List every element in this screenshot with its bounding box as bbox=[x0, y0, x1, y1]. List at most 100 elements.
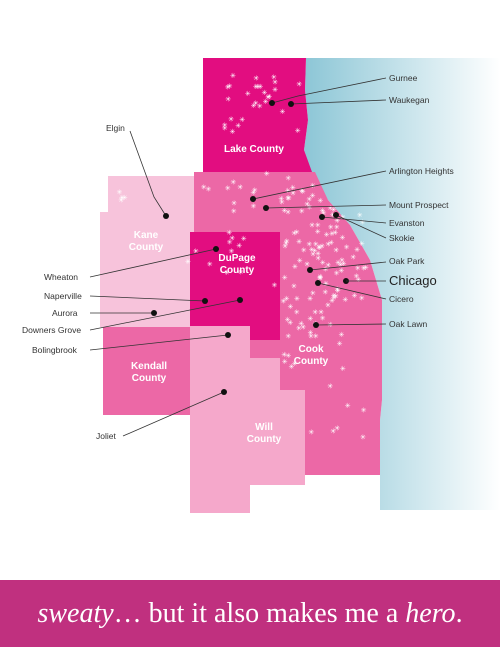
tagline-sweaty: sweaty bbox=[37, 597, 114, 629]
snowflake-marker: ✳ bbox=[313, 241, 319, 249]
snowflake-marker: ✳ bbox=[225, 84, 231, 92]
snowflake-marker: ✳ bbox=[354, 273, 360, 281]
snowflake-marker: ✳ bbox=[323, 280, 329, 288]
label-kane-county-line1: Kane bbox=[134, 230, 159, 241]
snowflake-marker: ✳ bbox=[298, 320, 304, 328]
snowflake-marker: ✳ bbox=[317, 244, 323, 252]
label-oak-park: Oak Park bbox=[389, 256, 425, 266]
dot-oak-lawn bbox=[313, 322, 319, 328]
snowflake-marker: ✳ bbox=[286, 195, 292, 203]
snowflake-marker: ✳ bbox=[350, 253, 356, 261]
snowflake-marker: ✳ bbox=[272, 79, 278, 87]
snowflake-marker: ✳ bbox=[317, 274, 323, 282]
snowflake-marker: ✳ bbox=[354, 246, 360, 254]
snowflake-marker: ✳ bbox=[317, 273, 323, 281]
snowflake-marker: ✳ bbox=[290, 190, 296, 198]
snowflake-marker: ✳ bbox=[294, 295, 300, 303]
snowflake-marker: ✳ bbox=[284, 295, 290, 303]
snowflake-marker: ✳ bbox=[251, 203, 257, 211]
snowflake-marker: ✳ bbox=[237, 183, 243, 191]
snowflake-marker: ✳ bbox=[317, 197, 323, 205]
snowflake-marker: ✳ bbox=[257, 83, 263, 91]
snowflake-marker: ✳ bbox=[316, 243, 322, 251]
snowflake-markers: ✳✳✳✳✳✳✳✳✳✳✳✳✳✳✳✳✳✳✳✳✳✳✳✳✳✳✳✳✳✳✳✳✳✳✳✳✳✳✳✳… bbox=[117, 72, 369, 441]
snowflake-marker: ✳ bbox=[257, 103, 263, 111]
label-elgin: Elgin bbox=[106, 123, 125, 133]
snowflake-marker: ✳ bbox=[251, 102, 257, 110]
snowflake-marker: ✳ bbox=[307, 295, 313, 303]
snowflake-marker: ✳ bbox=[285, 194, 291, 202]
dot-skokie bbox=[333, 212, 339, 218]
label-will-county-line2: County bbox=[247, 434, 282, 445]
snowflake-marker: ✳ bbox=[318, 308, 324, 316]
snowflake-marker: ✳ bbox=[330, 211, 336, 219]
snowflake-marker: ✳ bbox=[295, 127, 301, 135]
snowflake-marker: ✳ bbox=[306, 241, 312, 249]
snowflake-marker: ✳ bbox=[328, 223, 334, 231]
leader-lines bbox=[89, 77, 387, 437]
snowflake-marker: ✳ bbox=[292, 263, 298, 271]
snowflake-marker: ✳ bbox=[283, 239, 289, 247]
snowflake-marker: ✳ bbox=[299, 187, 305, 195]
snowflake-marker: ✳ bbox=[334, 217, 340, 225]
snowflake-marker: ✳ bbox=[333, 292, 339, 300]
snowflake-marker: ✳ bbox=[299, 208, 305, 216]
snowflake-marker: ✳ bbox=[285, 352, 291, 360]
snowflake-marker: ✳ bbox=[282, 358, 288, 366]
snowflake-marker: ✳ bbox=[117, 188, 123, 196]
snowflake-marker: ✳ bbox=[334, 224, 340, 232]
label-evanston: Evanston bbox=[389, 218, 425, 228]
snowflake-marker: ✳ bbox=[332, 229, 338, 237]
dot-mount-prospect bbox=[263, 205, 269, 211]
snowflake-marker: ✳ bbox=[285, 333, 291, 341]
label-oak-lawn: Oak Lawn bbox=[389, 319, 428, 329]
snowflake-marker: ✳ bbox=[296, 80, 302, 88]
snowflake-marker: ✳ bbox=[225, 185, 231, 193]
snowflake-marker: ✳ bbox=[281, 351, 287, 359]
snowflake-marker: ✳ bbox=[231, 207, 237, 215]
snowflake-marker: ✳ bbox=[308, 329, 314, 337]
snowflake-marker: ✳ bbox=[296, 238, 302, 246]
snowflake-marker: ✳ bbox=[334, 286, 340, 294]
snowflake-marker: ✳ bbox=[344, 244, 350, 252]
snowflake-marker: ✳ bbox=[282, 274, 288, 282]
label-wheaton: Wheaton bbox=[44, 272, 78, 282]
label-arlington-heights: Arlington Heights bbox=[389, 166, 454, 176]
dot-naperville bbox=[202, 298, 208, 304]
snowflake-marker: ✳ bbox=[238, 269, 244, 277]
county-lake bbox=[203, 58, 312, 172]
dot-bolingbrook bbox=[225, 332, 231, 338]
snowflake-marker: ✳ bbox=[363, 264, 369, 272]
snowflake-marker: ✳ bbox=[239, 116, 245, 124]
snowflake-marker: ✳ bbox=[282, 242, 288, 250]
snowflake-marker: ✳ bbox=[230, 128, 236, 136]
snowflake-marker: ✳ bbox=[355, 264, 361, 272]
snowflake-marker: ✳ bbox=[339, 331, 345, 339]
snowflake-marker: ✳ bbox=[235, 122, 241, 130]
label-dupage-county-line1: DuPage bbox=[218, 253, 256, 264]
snowflake-marker: ✳ bbox=[241, 235, 247, 243]
snowflake-marker: ✳ bbox=[279, 199, 285, 207]
snowflake-marker: ✳ bbox=[185, 258, 191, 266]
label-will-county-line1: Will bbox=[255, 422, 273, 433]
snowflake-marker: ✳ bbox=[229, 248, 235, 256]
snowflake-marker: ✳ bbox=[226, 229, 232, 237]
dot-evanston bbox=[319, 214, 325, 220]
tagline-text: sweaty… but it also makes me a hero. bbox=[37, 598, 462, 630]
snowflake-marker: ✳ bbox=[225, 96, 231, 104]
snowflake-marker: ✳ bbox=[320, 314, 326, 322]
snowflake-marker: ✳ bbox=[230, 72, 236, 80]
snowflake-marker: ✳ bbox=[359, 240, 365, 248]
snowflake-marker: ✳ bbox=[315, 228, 321, 236]
label-mount-prospect: Mount Prospect bbox=[389, 200, 449, 210]
snowflake-marker: ✳ bbox=[253, 83, 259, 91]
county-kendall bbox=[103, 327, 190, 415]
snowflake-marker: ✳ bbox=[253, 99, 259, 107]
snowflake-marker: ✳ bbox=[304, 200, 310, 208]
snowflake-marker: ✳ bbox=[360, 218, 366, 226]
snowflake-marker: ✳ bbox=[312, 247, 318, 255]
snowflake-marker: ✳ bbox=[327, 383, 333, 391]
dot-wheaton bbox=[213, 246, 219, 252]
snowflake-marker: ✳ bbox=[333, 246, 339, 254]
snowflake-marker: ✳ bbox=[339, 256, 345, 264]
